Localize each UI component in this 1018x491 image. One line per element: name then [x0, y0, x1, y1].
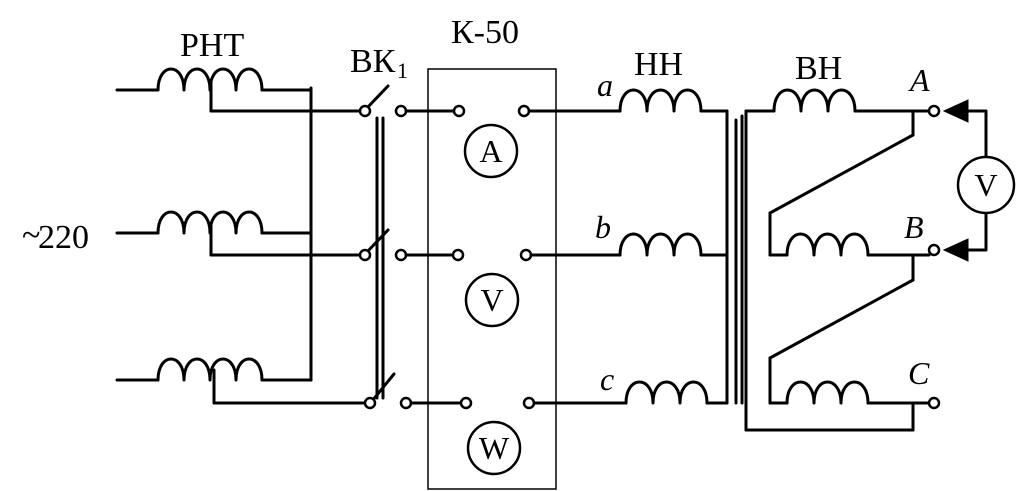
supply-voltage: 220 [38, 219, 89, 256]
wattmeter-symbol: W [479, 430, 510, 466]
k50-label: К-50 [451, 14, 519, 51]
external-voltmeter: V [942, 99, 1016, 262]
phase-label-C: C [908, 355, 930, 391]
phase-label-A: A [908, 62, 930, 98]
hv-winding-a [744, 88, 931, 113]
hv-diagonal-b [768, 253, 915, 405]
hv-diagonal-a [768, 109, 915, 257]
voltmeter-symbol: V [480, 282, 503, 318]
hv-winding-c [768, 380, 931, 405]
phase-label-B: B [904, 209, 924, 245]
ammeter: A [463, 123, 519, 179]
wattmeter: W [466, 420, 522, 476]
switch-label: ВК [350, 43, 396, 80]
transformer-core [734, 114, 744, 405]
k50-terminal-in-3 [459, 396, 473, 410]
lv-winding-b [618, 232, 729, 257]
regulator-coil-1 [115, 67, 313, 113]
phase-label-a: a [597, 67, 613, 103]
switch-label-sub: 1 [397, 58, 408, 83]
hv-terminal-B [927, 243, 941, 257]
lv-winding-a [618, 88, 729, 113]
hv-winding-label: ВН [795, 50, 842, 87]
hv-winding-b [768, 232, 931, 257]
regulator-coil-3 [115, 357, 313, 405]
hv-terminal-A [927, 104, 941, 118]
k50-terminal-in-1 [452, 104, 466, 118]
k50-box [427, 68, 557, 490]
supply-tilde: ~ [22, 217, 40, 254]
pht-label: РНТ [180, 27, 244, 64]
k50-terminal-in-2 [451, 248, 465, 262]
lv-winding-c [624, 380, 729, 405]
voltmeter: V [464, 272, 520, 328]
switch-vk1 [358, 84, 413, 410]
hv-terminal-C [927, 396, 941, 410]
phase-label-b: b [595, 209, 611, 245]
ammeter-symbol: A [479, 133, 502, 169]
lv-winding-label: НН [634, 46, 683, 83]
regulator-coil-2 [115, 210, 313, 257]
phase-label-c: c [600, 361, 614, 397]
ext-voltmeter-symbol: V [974, 167, 997, 203]
